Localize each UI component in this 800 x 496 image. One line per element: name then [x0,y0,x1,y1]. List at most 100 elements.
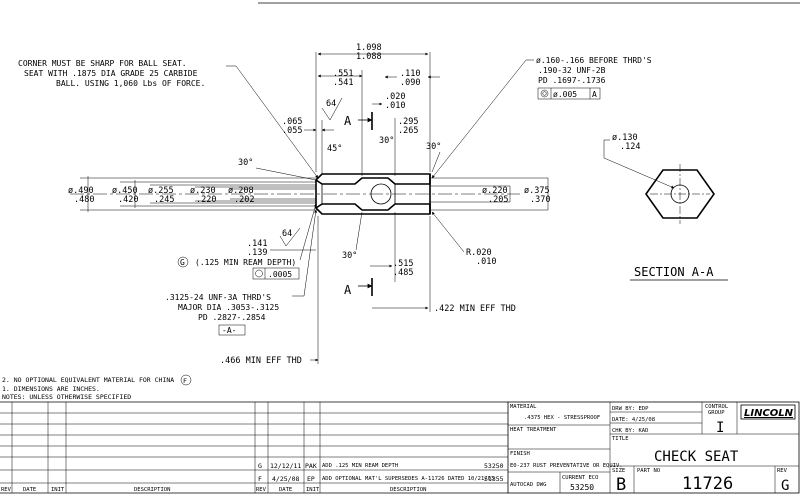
autocad-label: AUTOCAD DWG [510,482,546,488]
thread-top-line3: PD .1697-.1736 [538,76,606,85]
dim-overall-top: 1.098 [356,43,382,53]
rev-row-g-date: 12/12/11 [270,462,301,470]
angle-30-right: 30° [426,142,441,152]
dim-dia-245: .245 [154,195,174,205]
rev-value: G [781,478,789,494]
size-label: SIZE [612,468,625,474]
dim-265: .265 [398,126,418,136]
thread-top-line2: .190-32 UNF-2B [538,66,606,75]
angle-30-mid: 30° [379,136,394,146]
dim-dia-202: .202 [234,195,254,205]
gdt-top-tolerance: ø.005 [553,90,577,99]
drawing-title: CHECK SEAT [654,449,739,465]
dim-541: .541 [333,78,353,88]
angle-30-bottom: 30° [342,251,357,261]
effective-thread-dims: .422 MIN EFF THD .466 MIN EFF THD [220,216,516,366]
rev-row-f-desc: ADD OPTIONAL MAT'L SUPERSEDES A-11726 DA… [322,476,494,482]
dim-r020: R.020 [466,248,492,258]
section-a-a-view: ø.130 .124 SECTION A-A [603,133,728,281]
ream-note: (.125 MIN REAM DEPTH) [195,258,296,267]
corner-note-line1: CORNER MUST BE SHARP FOR BALL SEAT. [18,59,187,68]
dim-dia-205: .205 [488,195,508,205]
thread-bottom-line1: .3125-24 UNF-3A THRD'S [165,293,271,302]
rev-row-f-ecn: 51355 [484,475,504,483]
dim-090: .090 [400,78,420,88]
dim-110: .110 [400,69,420,79]
current-eco-label: CURRENT ECO [562,475,598,481]
angle-30-left: 30° [238,158,253,168]
note-2: 2. NO OPTIONAL EQUIVALENT MATERIAL FOR C… [2,376,174,384]
dim-dia-220: .220 [196,195,216,205]
notes-header: NOTES: UNLESS OTHERWISE SPECIFIED [2,393,131,401]
section-label-top: A [344,114,352,128]
rev-g-callout: G [180,258,185,267]
thread-top-line1: ø.160-.166 BEFORE THRD'S [536,56,652,65]
control-label-1: CONTROL [705,404,729,410]
dim-515: .515 [393,259,413,269]
dim-dia-130: ø.130 [612,133,638,143]
thread-note-top: ø.160-.166 BEFORE THRD'S .190-32 UNF-2B … [431,56,652,179]
part-wall-lower [314,203,431,215]
rev-row-g-init: PAK [305,462,317,470]
dim-dia-450: ø.450 [112,186,138,196]
surface-finish-top: 64 [321,97,343,121]
dim-020: .020 [385,92,405,102]
title-block: MATERIAL .4375 HEX - STRESSPROOF HEAT TR… [507,401,800,495]
part-section-view [70,173,548,215]
heat-treatment-label: HEAT TREATMENT [510,427,557,433]
part-number: 11726 [682,474,733,494]
rev-row-f-date: 4/25/08 [272,475,299,483]
corner-note: CORNER MUST BE SHARP FOR BALL SEAT. SEAT… [18,59,319,179]
min-eff-thd-422: .422 MIN EFF THD [434,304,516,314]
rev-header-rev: REV [1,487,12,493]
gdt-ream-tolerance: .0005 [268,270,292,279]
size-value: B [616,475,626,495]
ball-seat [370,183,392,205]
left-diameter-dims: ø.490 .480 ø.450 .420 ø.255 .245 ø.230 .… [68,176,254,212]
hex-section [645,169,715,219]
rev-header-desc2: DESCRIPTION [390,487,426,493]
section-label-bottom: A [344,283,352,297]
section-a-a-title: SECTION A-A [634,265,714,279]
lincoln-logo-text: LINCOLN [744,408,794,419]
current-eco-value: 53250 [570,483,594,492]
dim-139: .139 [247,248,267,258]
part-wall-upper [314,173,431,185]
angle-45: 45° [327,144,342,154]
corner-note-line3: BALL. USING 1,060 Lbs OF FORCE. [56,79,205,88]
revision-table: REV DATE INIT DESCRIPTION REV DATE INIT … [0,401,508,494]
material-value: .4375 HEX - STRESSPROOF [524,415,600,421]
finish-64-top: 64 [326,99,336,109]
drawn-date: DATE: 4/25/08 [612,417,655,423]
control-group-value: I [716,420,724,436]
dim-dia-208: ø.208 [228,186,254,196]
dim-dia-220r: ø.220 [482,186,508,196]
top-dimensions: 1.098 1.088 .551 .541 .110 .090 .020 .01… [282,43,440,176]
rev-header-date2: DATE [279,487,292,493]
rev-header-rev2: REV [256,487,267,493]
dim-dia-490: ø.490 [68,186,94,196]
dim-dia-230: ø.230 [190,186,216,196]
dim-141: .141 [247,239,267,249]
finish-64-bottom: 64 [282,229,292,239]
dim-dia-420: .420 [118,195,138,205]
title-label: TITLE [612,436,629,442]
dim-dia-370: .370 [530,195,550,205]
dim-dia-480: .480 [74,195,94,205]
rev-row-g-ecn: 53250 [484,462,504,470]
finish-label: FINISH [510,451,530,457]
dim-295: .295 [398,117,418,127]
part-no-label: PART NO [637,468,660,474]
dim-overall-bottom: 1.088 [356,52,382,62]
corner-note-line2: SEAT WITH .1875 DIA GRADE 25 CARBIDE [24,69,198,78]
dim-055: .055 [282,126,302,136]
checked-by: CHK BY: KAD [612,428,648,434]
lincoln-logo [740,404,796,420]
rev-row-g-desc: ADD .125 MIN REAM DEPTH [322,463,398,469]
lower-left-dims: .141 .139 64 G (.125 MIN REAM DEPTH) .00… [177,203,317,280]
dim-065: .065 [282,117,302,127]
thread-note-bottom: .3125-24 UNF-3A THRD'S MAJOR DIA .3053-.… [165,209,318,336]
thread-bottom-line2: MAJOR DIA .3053-.3125 [178,303,279,312]
rev-header-desc: DESCRIPTION [134,487,170,493]
